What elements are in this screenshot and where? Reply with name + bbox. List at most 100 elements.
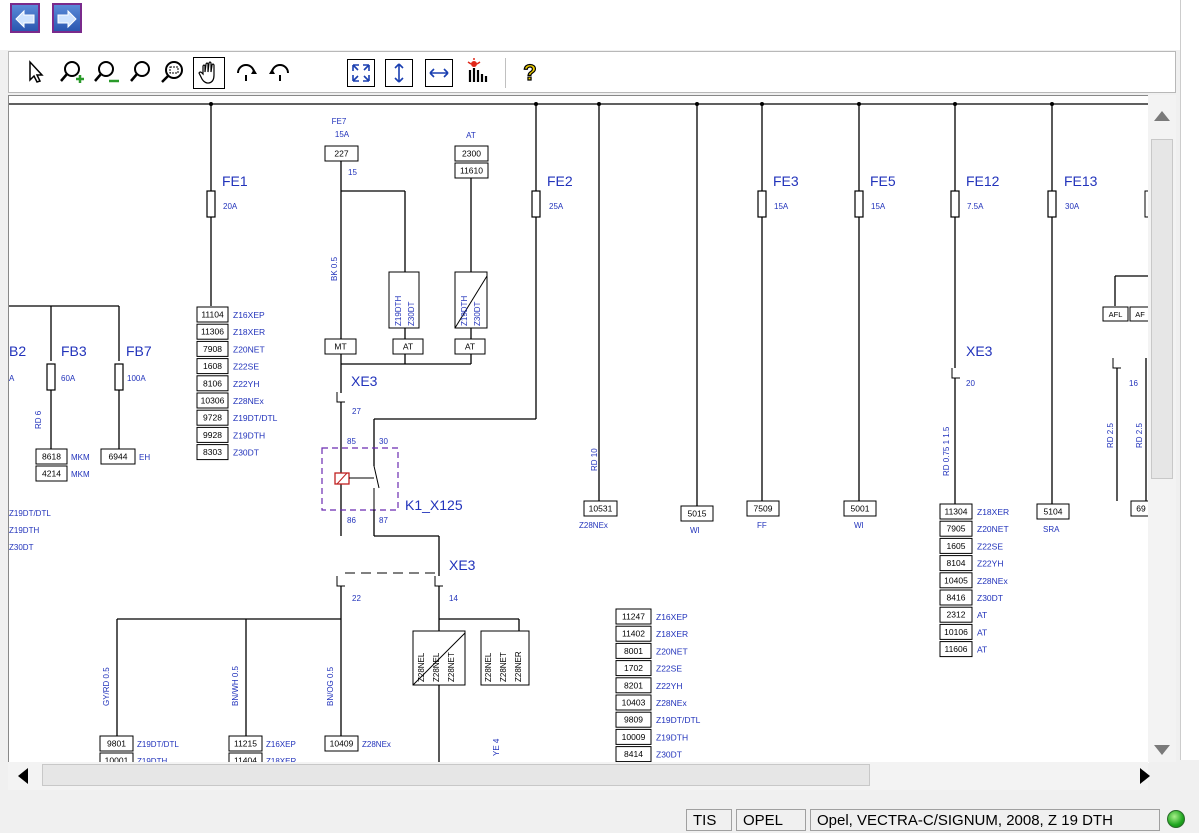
forward-button[interactable] (52, 3, 82, 33)
fe12-list-engine: Z30DT (977, 593, 1003, 603)
rotate-back-button[interactable] (231, 57, 261, 87)
horizontal-scroll-thumb[interactable] (42, 764, 870, 786)
zoom-out-button[interactable] (91, 57, 121, 87)
mid-list-engine: Z20NET (656, 646, 688, 656)
fit-all-button[interactable] (347, 59, 375, 87)
vertical-scrollbar[interactable] (1148, 95, 1176, 762)
mid-list-code-frame (615, 660, 652, 677)
connector-xe3-b-label: XE3 (449, 557, 476, 573)
fe12-list-engine: Z28NEx (977, 576, 1008, 586)
navigation-bar (0, 0, 1199, 50)
pan-tool-button[interactable] (193, 57, 225, 89)
right-box: AF (1135, 310, 1145, 319)
fuse-fe3-rating: 15A (774, 202, 789, 211)
wire-label: GY/RD 0.5 (102, 667, 111, 706)
connector-xe3-c (951, 368, 960, 379)
fe1-list-code: 7908 (203, 344, 222, 354)
fuse-fe7-label: FE7 (332, 117, 347, 126)
connector-xe3-b (336, 576, 345, 587)
back-button[interactable] (10, 3, 40, 33)
xe3-engine-label: Z28NER (514, 651, 523, 682)
wire-label: BN/OG 0.5 (326, 666, 335, 706)
zoom-area-icon (161, 61, 183, 83)
xe3-engine-group (480, 630, 530, 686)
fe12-list-code: 2312 (947, 610, 966, 620)
zoom-button[interactable] (125, 57, 155, 87)
fe12-list-code: 11606 (944, 644, 967, 654)
fuse-fe13 (1047, 190, 1057, 218)
scroll-right-icon[interactable] (1134, 762, 1154, 790)
horizontal-scrollbar[interactable] (8, 762, 1150, 790)
zoom-in-button[interactable] (57, 57, 87, 87)
relay-coil-mark (336, 472, 348, 485)
fit-width-button[interactable] (425, 59, 453, 87)
z30dt-at-label: Z30DT (473, 301, 482, 326)
bottom-engine: Z19DT/DTL (137, 740, 179, 749)
connector-xe3-c-label: XE3 (966, 343, 993, 359)
fuse-fe2 (531, 190, 541, 218)
fuse-fe5-label: FE5 (870, 173, 896, 189)
fuse-fe1 (206, 190, 216, 218)
mid-list-engine: Z30DT (656, 750, 682, 760)
vertical-scroll-thumb[interactable] (1151, 139, 1173, 479)
bottom-box: 9801 (107, 739, 126, 749)
fe7-box: 227 (334, 149, 348, 159)
mt-box: MT (334, 342, 346, 352)
relay-pin: 30 (379, 437, 388, 446)
fe1-list-engine: Z30DT (233, 448, 259, 458)
fe12-list-code: 8416 (947, 593, 966, 603)
mid-list-code-frame (615, 746, 652, 763)
relay-pin: 87 (379, 516, 388, 525)
fuse-fe2-label: FE2 (547, 173, 573, 189)
mid-list-engine: Z16XEP (656, 612, 688, 622)
fb3-box: 4214 (42, 469, 61, 479)
fuse-fb7-rating: 100A (127, 374, 146, 383)
fe1-list-engine: Z19DT/DTL (233, 413, 278, 423)
bottom-engine: Z19DTH (137, 757, 167, 763)
z19dth-label: Z19DTH (394, 296, 403, 326)
scroll-up-icon[interactable] (1148, 99, 1176, 139)
wi-engine: WI (690, 526, 700, 535)
rd10-box-frame (583, 500, 618, 517)
mid-list-engine: Z19DTH (656, 732, 688, 742)
fb3-engine: MKM (71, 470, 90, 479)
fit-height-icon (394, 63, 404, 83)
pointer-tool-button[interactable] (21, 57, 51, 87)
fit-height-button[interactable] (385, 59, 413, 87)
fe1-list-engine: Z18XER (233, 327, 265, 337)
fe5-box: 5001 (851, 504, 870, 514)
highlight-button[interactable] (461, 57, 491, 87)
scroll-left-icon[interactable] (14, 762, 34, 790)
connector-xe3-c-pin: 20 (966, 379, 975, 388)
highlight-icon (467, 58, 488, 82)
mid-list-code: 8001 (624, 646, 643, 656)
left-engine-label: Z30DT (9, 543, 34, 552)
fuse-symbol (1144, 190, 1149, 218)
help-button[interactable]: ? (515, 57, 545, 87)
wi-box: 5015 (688, 509, 707, 519)
at-box: AT (465, 342, 475, 352)
mid-list-engine: Z18XER (656, 629, 688, 639)
wire-rd6-label: RD 6 (34, 410, 43, 429)
scroll-down-icon[interactable] (1148, 741, 1176, 761)
mid-list-engine: Z19DT/DTL (656, 715, 701, 725)
mid-list-code-frame (615, 625, 652, 642)
fe1-list-code-frame (196, 392, 229, 409)
xe3-engine-label: Z28NEL (484, 652, 493, 682)
fe1-list-code-frame (196, 409, 229, 426)
bottom-engine: Z18XER (266, 757, 296, 763)
fuse-fe12-label: FE12 (966, 173, 1000, 189)
bottom-engine: Z16XEP (266, 740, 296, 749)
zoom-area-button[interactable] (157, 57, 187, 87)
fe1-list-engine: Z28NEx (233, 396, 264, 406)
fe1-list-code-frame (196, 323, 229, 340)
at-box-frame (392, 338, 424, 355)
fe1-list-code-frame (196, 358, 229, 375)
rotate-forward-button[interactable] (265, 57, 295, 87)
mid-list-code-frame (615, 728, 652, 745)
bottom-box-frame (228, 752, 263, 763)
mid-list-engine: Z28NEx (656, 698, 687, 708)
connector-xe3-label: XE3 (351, 373, 378, 389)
fe1-list-engine: Z22SE (233, 362, 259, 372)
